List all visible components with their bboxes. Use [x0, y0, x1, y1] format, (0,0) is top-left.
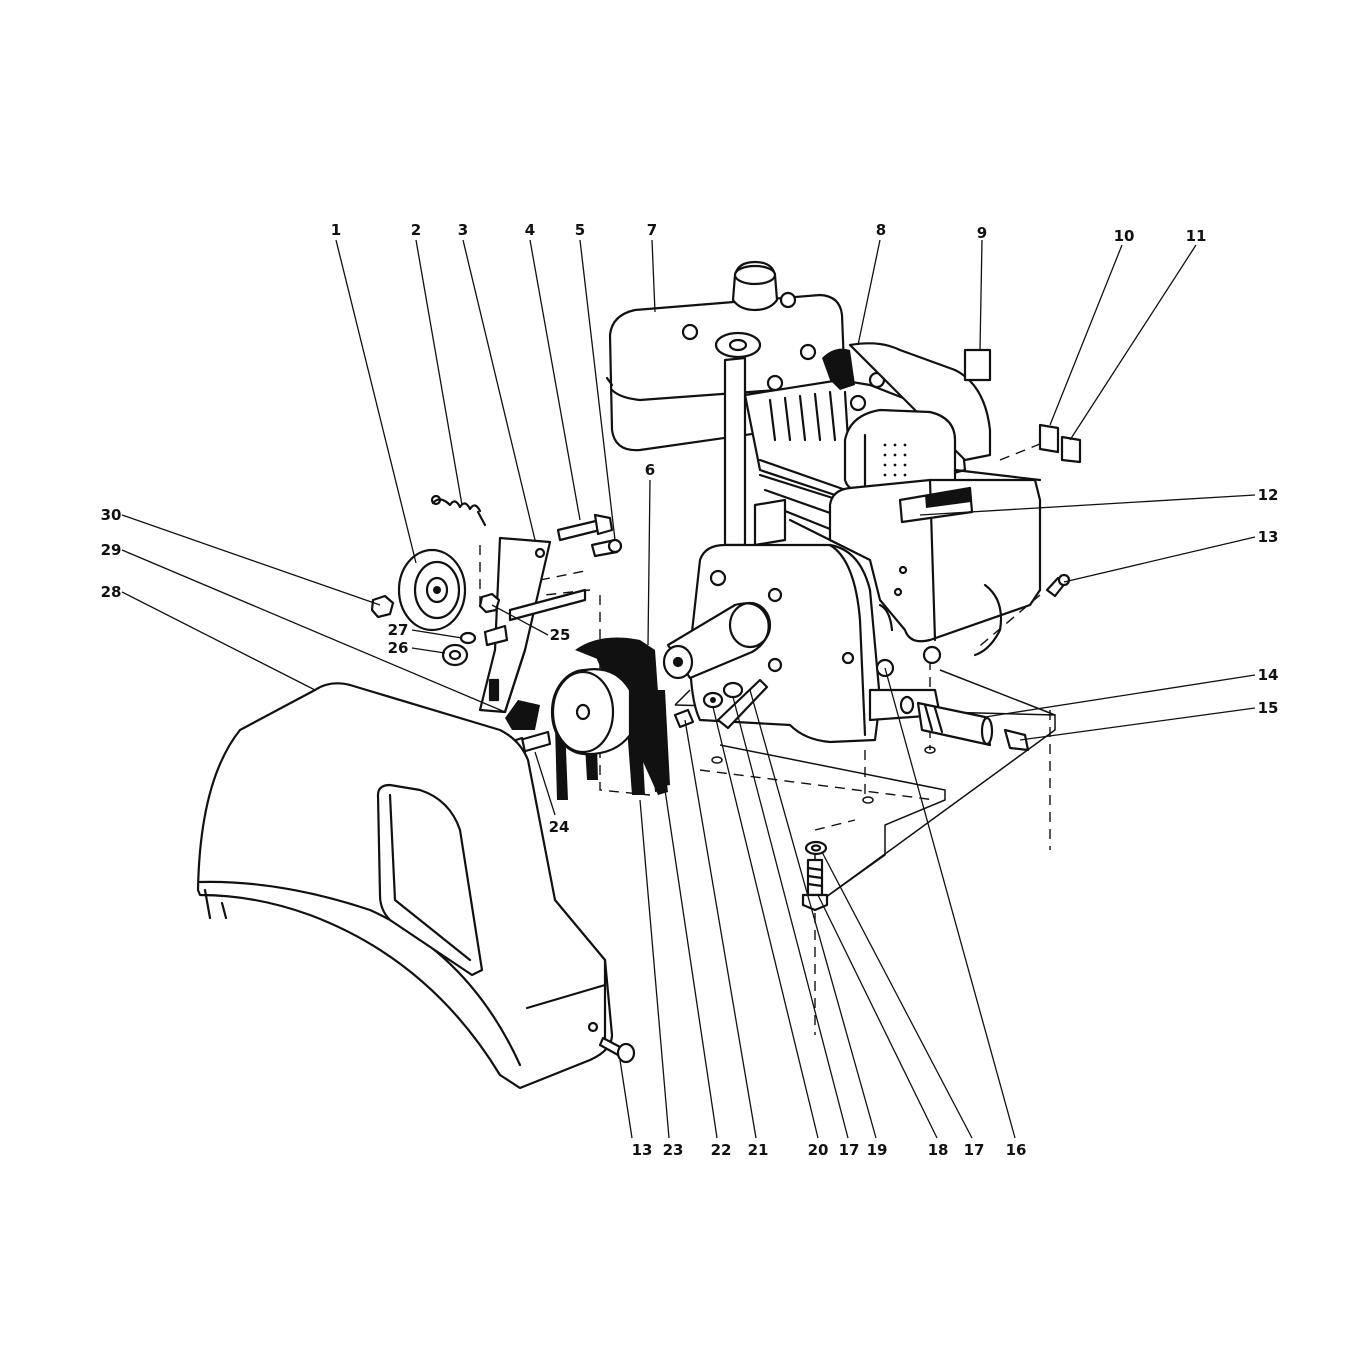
callout-label: 13 [632, 1141, 653, 1159]
callout-label: 12 [1258, 486, 1279, 504]
callout-label: 20 [808, 1141, 829, 1159]
callout-label: 10 [1114, 227, 1135, 245]
callout-label: 17 [964, 1141, 985, 1159]
callout-label: 6 [645, 461, 655, 479]
nut-16 [899, 695, 915, 715]
callout-label: 23 [663, 1141, 684, 1159]
nut-30 [370, 594, 395, 619]
stud [483, 624, 509, 647]
decal-11 [1060, 435, 1082, 464]
pivot-rod [508, 588, 587, 622]
washer-17 [804, 840, 828, 856]
washer-27 [459, 631, 477, 645]
callout-numbers: 1 2 3 4 5 6 7 8 9 10 11 12 13 14 15 30 2… [101, 221, 1279, 1159]
callout-label: 28 [101, 583, 122, 601]
callout-label: 14 [1258, 666, 1279, 684]
callout-label: 15 [1258, 699, 1279, 717]
callout-label: 5 [575, 221, 585, 239]
callout-label: 2 [411, 221, 421, 239]
callout-label: 8 [876, 221, 886, 239]
engine-assembly [605, 260, 1042, 744]
spring [430, 494, 487, 527]
callout-label: 24 [549, 818, 570, 836]
bolt-18 [801, 858, 829, 912]
callout-label: 9 [977, 224, 987, 242]
bolt-13-right [1045, 573, 1071, 598]
bolt-13-lower [598, 1036, 636, 1064]
leader-lines [121, 239, 1256, 1139]
callout-label: 13 [1258, 528, 1279, 546]
callout-label: 29 [101, 541, 122, 559]
callout-label: 22 [711, 1141, 732, 1159]
callout-label: 27 [388, 621, 409, 639]
shaft-14 [916, 701, 994, 747]
bolt-15 [1003, 728, 1030, 752]
callout-label: 1 [331, 221, 341, 239]
callout-label: 4 [525, 221, 535, 239]
callout-label: 25 [550, 626, 571, 644]
bolt-5 [590, 538, 623, 558]
callout-label: 18 [928, 1141, 949, 1159]
belt-guide-29 [505, 700, 540, 730]
decal-9 [963, 348, 992, 382]
bolt-4 [556, 513, 614, 542]
decal-10 [1038, 423, 1060, 454]
idler-bracket [478, 536, 552, 714]
callout-label: 30 [101, 506, 122, 524]
callout-label: 3 [458, 221, 468, 239]
key-19 [716, 678, 769, 730]
nut-25 [478, 592, 501, 614]
callout-label: 16 [1006, 1141, 1027, 1159]
belt-cover [196, 682, 614, 1090]
callout-label: 26 [388, 639, 409, 657]
callout-label: 21 [748, 1141, 769, 1159]
callout-label: 17 [839, 1141, 860, 1159]
bolt-22 [673, 708, 695, 729]
idler-pulley [397, 548, 467, 632]
washer-20 [722, 681, 744, 699]
drive-pulley [550, 668, 632, 756]
callout-label: 19 [867, 1141, 888, 1159]
callout-label: 11 [1186, 227, 1207, 245]
callout-label: 7 [647, 221, 657, 239]
nut-26 [441, 643, 469, 667]
